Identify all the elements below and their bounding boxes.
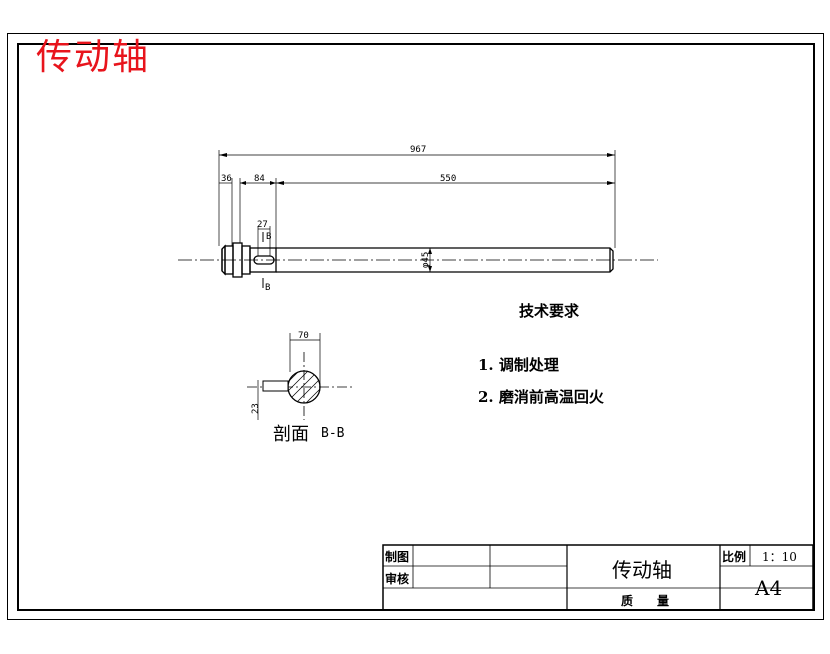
outer-frame	[7, 33, 824, 620]
dim-27: 27	[257, 220, 268, 230]
section-mark-bottom: B	[265, 283, 270, 293]
tech-requirement-1: 1. 调制处理	[478, 356, 559, 374]
dim-diameter: φ45	[421, 252, 431, 268]
tech-requirement-2: 2. 磨消前高温回火	[478, 388, 604, 406]
drawn-by-label: 制图	[385, 550, 410, 564]
scale-value: 1：10	[762, 550, 797, 564]
dim-70: 70	[298, 331, 309, 341]
extension-lines	[218, 150, 616, 256]
dim-550: 550	[440, 174, 456, 184]
shaft-body	[221, 242, 614, 278]
drawing-title: 传动轴	[36, 37, 151, 78]
section-label: 剖面	[273, 424, 309, 445]
part-name: 传动轴	[612, 558, 672, 582]
title-block	[382, 544, 814, 611]
dim-967: 967	[410, 145, 426, 155]
section-mark-top: B	[266, 232, 271, 242]
mass-label: 质 量	[621, 594, 670, 608]
dimension-lines	[219, 154, 615, 272]
section-id: B-B	[321, 426, 345, 441]
paper-size: A4	[755, 576, 783, 600]
tech-requirements-heading: 技术要求	[519, 302, 580, 320]
checked-by-label: 审核	[385, 572, 410, 586]
dim-84: 84	[254, 174, 265, 184]
dim-36: 36	[221, 174, 232, 184]
dim-23: 23	[251, 403, 261, 414]
section-view	[247, 333, 352, 420]
scale-label: 比例	[722, 550, 747, 564]
